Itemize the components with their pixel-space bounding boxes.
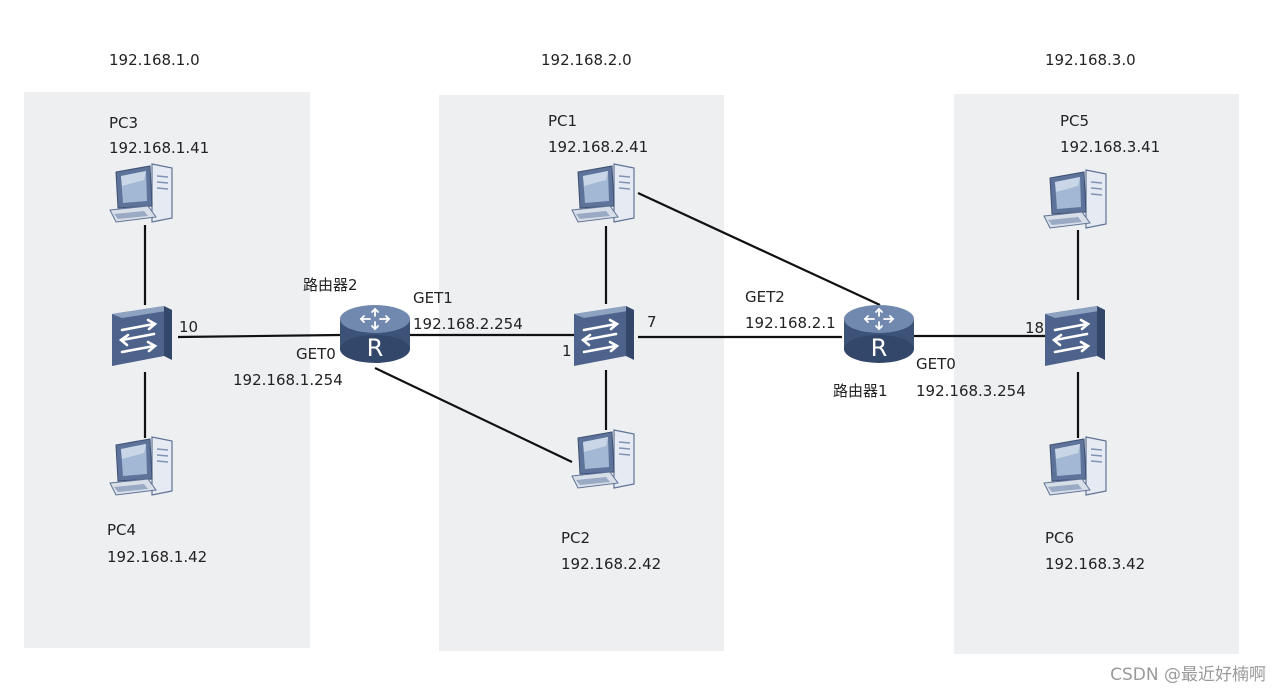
pc6-icon[interactable] (1042, 435, 1112, 497)
pc6-ip: 192.168.3.42 (1045, 555, 1146, 573)
router2-device[interactable]: R (338, 303, 412, 365)
link-sw1-router2 (177, 333, 341, 339)
link-router2-pc2 (374, 367, 573, 463)
pc1-ip: 192.168.2.41 (548, 138, 649, 156)
pc2-name: PC2 (561, 529, 591, 547)
router2-glyph: R (366, 334, 384, 362)
pc4-icon[interactable] (108, 435, 178, 497)
switch-3-icon[interactable] (1043, 302, 1113, 370)
pc5-ip: 192.168.3.41 (1060, 138, 1161, 156)
pc3-ip: 192.168.1.41 (109, 139, 210, 157)
router2-get1-ip: 192.168.2.254 (413, 315, 523, 333)
router1-get0-label: GET0 (916, 355, 956, 373)
pc4-name: PC4 (107, 521, 137, 539)
pc6-name: PC6 (1045, 529, 1075, 547)
router2-get0-ip: 192.168.1.254 (233, 371, 343, 389)
router2-name: 路由器2 (303, 276, 358, 294)
network-label-1: 192.168.1.0 (109, 51, 200, 69)
pc4-ip: 192.168.1.42 (107, 548, 208, 566)
watermark: CSDN @最近好楠啊 (1110, 665, 1266, 685)
pc5-name: PC5 (1060, 112, 1090, 130)
router2-get0-label: GET0 (296, 345, 336, 363)
router1-get2-ip: 192.168.2.1 (745, 314, 836, 332)
pc1-icon[interactable] (570, 162, 640, 224)
pc3-icon[interactable] (108, 162, 178, 224)
switch2-port-right-label: 7 (647, 313, 657, 331)
link-pc1-router1 (637, 192, 881, 306)
router1-device[interactable]: R (842, 303, 916, 365)
pc2-icon[interactable] (570, 428, 640, 490)
router1-name: 路由器1 (833, 382, 888, 400)
network-label-2: 192.168.2.0 (541, 51, 632, 69)
switch-2-icon[interactable] (572, 302, 642, 370)
pc1-name: PC1 (548, 112, 578, 130)
pc2-ip: 192.168.2.42 (561, 555, 662, 573)
router1-get2-label: GET2 (745, 288, 785, 306)
switch3-port-label: 18 (1025, 319, 1045, 337)
router1-get0-ip: 192.168.3.254 (916, 382, 1026, 400)
switch1-port-label: 10 (179, 318, 199, 336)
pc5-icon[interactable] (1042, 168, 1112, 230)
switch2-port-left-label: 1 (562, 342, 572, 360)
switch-1-icon[interactable] (110, 302, 180, 370)
router2-get1-label: GET1 (413, 289, 453, 307)
network-label-3: 192.168.3.0 (1045, 51, 1136, 69)
pc3-name: PC3 (109, 114, 139, 132)
router1-glyph: R (870, 334, 888, 362)
